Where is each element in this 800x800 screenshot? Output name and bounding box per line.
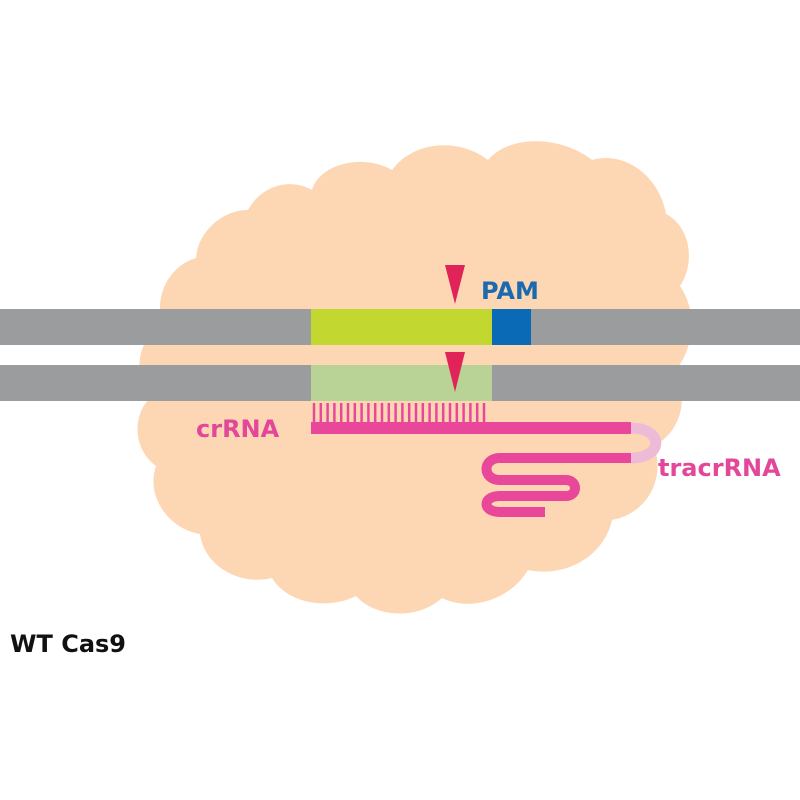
dna-top-strand-left <box>0 309 311 345</box>
pam-label: PAM <box>481 277 539 305</box>
crrna-label: crRNA <box>196 415 280 443</box>
dna-top-target <box>311 309 492 345</box>
dna-bottom-strand-left <box>0 365 311 401</box>
pam-block <box>492 309 531 345</box>
tracrrna-tail-loop <box>630 422 662 464</box>
cut-site-top-icon <box>445 265 465 304</box>
tracrrna-label: tracrRNA <box>658 454 781 482</box>
cut-site-bottom-icon <box>445 352 465 392</box>
crrna-comb <box>312 403 486 424</box>
dna-bottom-target <box>311 365 492 401</box>
tracrrna-strand <box>481 453 631 517</box>
crrna-backbone <box>311 422 631 434</box>
dna-bottom-strand-right <box>492 365 800 401</box>
dna-top-strand-right <box>531 309 800 345</box>
figure-title: WT Cas9 <box>10 630 126 658</box>
